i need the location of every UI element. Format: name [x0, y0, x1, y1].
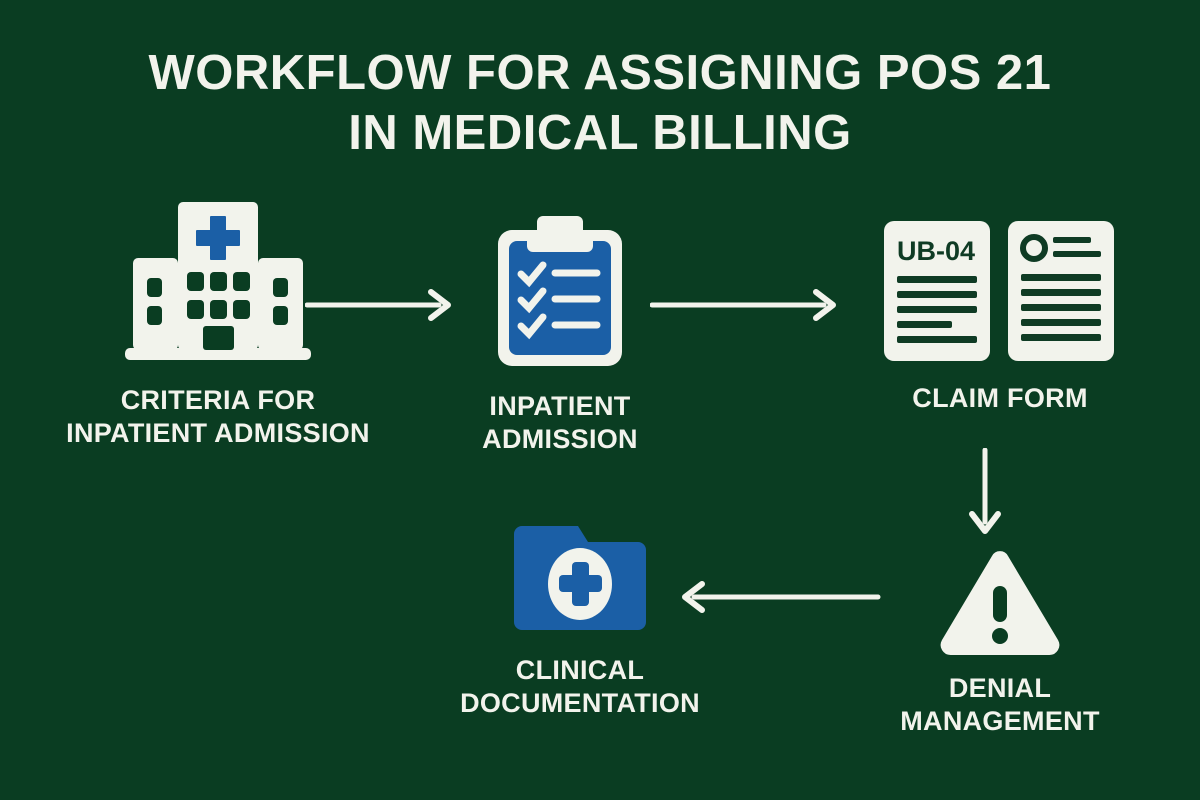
- medical-folder-icon-wrapper: [514, 520, 646, 638]
- node-label-inpatient: INPATIENT ADMISSION: [482, 391, 638, 454]
- node-inpatient-admission[interactable]: INPATIENT ADMISSION: [420, 212, 700, 456]
- node-label-denial: DENIAL MANAGEMENT: [900, 673, 1100, 736]
- clipboard-checklist-icon-wrapper: [485, 212, 635, 372]
- hospital-building-icon: [125, 202, 311, 360]
- arrow-claim-to-denial: [968, 447, 1002, 543]
- patient-document-icon: [1008, 221, 1114, 361]
- arrow-inpatient-to-claim: [649, 288, 840, 327]
- clipboard-checklist-icon: [498, 216, 622, 366]
- arrow-criteria-to-inpatient: [304, 288, 455, 327]
- node-denial-management[interactable]: DENIAL MANAGEMENT: [870, 548, 1130, 738]
- blue-cross-icon: [196, 216, 240, 260]
- patient-avatar-icon: [1020, 234, 1048, 262]
- check-icon-2: [517, 287, 547, 314]
- warning-triangle-icon: [940, 551, 1060, 656]
- node-label-claim: CLAIM FORM: [912, 383, 1088, 413]
- node-label-criteria: CRITERIA FOR INPATIENT ADMISSION: [66, 385, 370, 448]
- node-criteria-for-inpatient-admission[interactable]: CRITERIA FOR INPATIENT ADMISSION: [38, 196, 398, 450]
- ub04-label: UB-04: [897, 236, 975, 266]
- node-label-clinical: CLINICAL DOCUMENTATION: [460, 655, 700, 718]
- medical-folder-icon: [514, 526, 646, 630]
- claim-documents-icon: UB-04: [884, 221, 1114, 361]
- node-claim-form[interactable]: UB-04: [855, 218, 1145, 415]
- exclamation-mark-icon: [992, 586, 1008, 644]
- check-icon-3: [517, 313, 547, 340]
- hospital-building-icon-wrapper: [123, 196, 313, 366]
- node-clinical-documentation[interactable]: CLINICAL DOCUMENTATION: [400, 520, 760, 720]
- blue-cross-icon: [559, 562, 602, 606]
- page-title: WORKFLOW FOR ASSIGNING POS 21 IN MEDICAL…: [0, 44, 1200, 164]
- title-line-2: IN MEDICAL BILLING: [348, 105, 852, 160]
- warning-triangle-icon-wrapper: [937, 548, 1063, 656]
- check-icon-1: [517, 261, 547, 288]
- title-line-1: WORKFLOW FOR ASSIGNING POS 21: [148, 46, 1052, 100]
- arrow-denial-to-clinical: [672, 580, 882, 619]
- claim-documents-icon-wrapper: UB-04: [880, 218, 1120, 364]
- ub04-document-icon: UB-04: [884, 221, 990, 361]
